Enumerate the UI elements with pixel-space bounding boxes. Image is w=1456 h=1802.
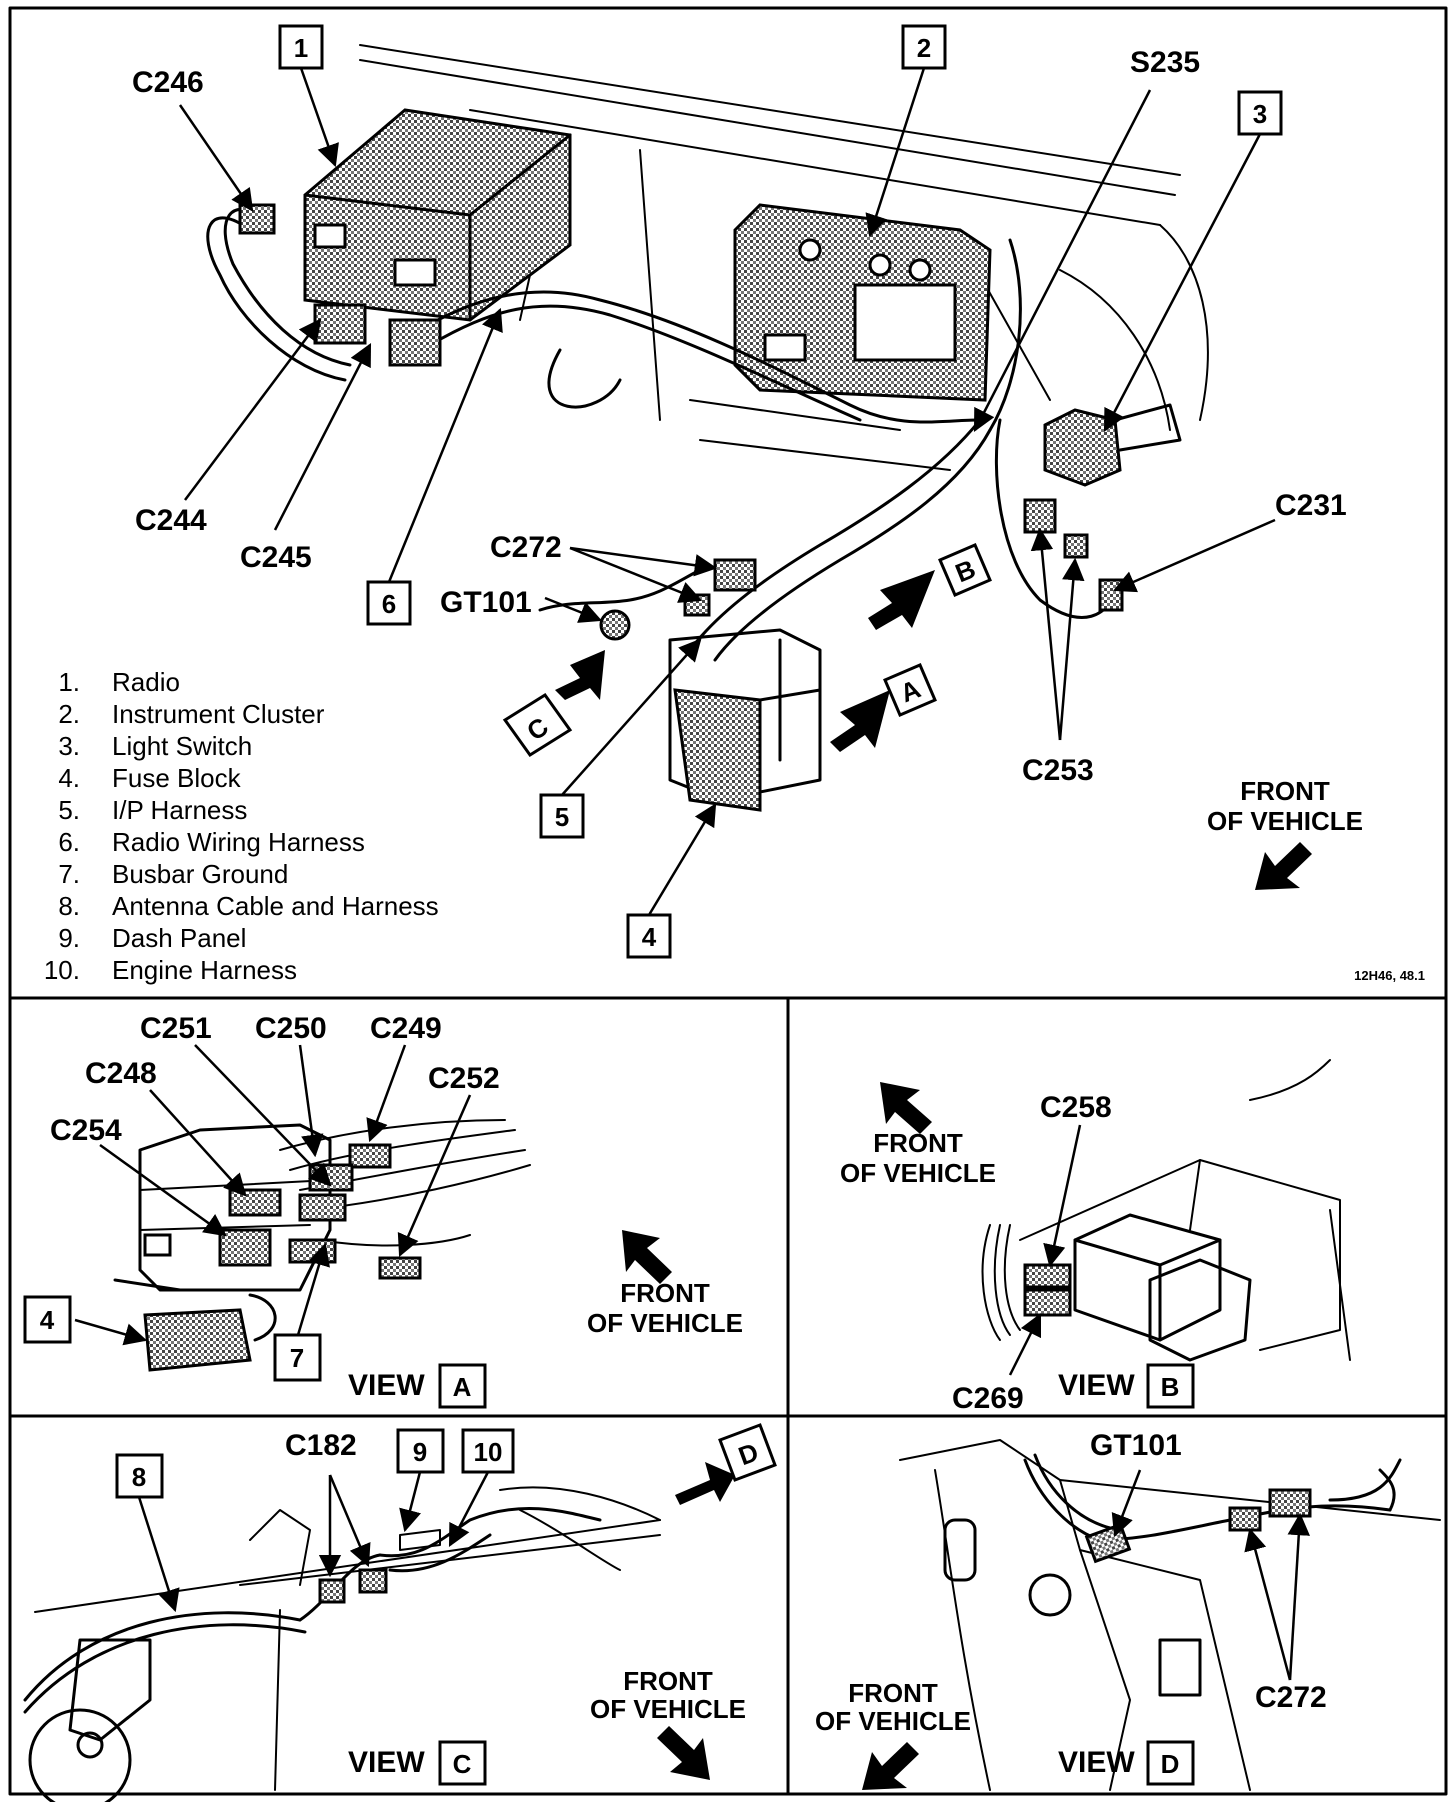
legend-num-5: 5.: [58, 795, 80, 825]
view-c-pointer-d: [675, 1462, 735, 1505]
label-c244: C244: [135, 504, 207, 537]
legend-text-6: Radio Wiring Harness: [112, 827, 365, 857]
view-pointer-a: A: [830, 663, 937, 752]
label-gt101-d: GT101: [1090, 1429, 1182, 1462]
view-c-callout-8: 8: [132, 1462, 146, 1492]
label-c258: C258: [1040, 1091, 1112, 1124]
view-d-front-line1: FRONT: [848, 1678, 938, 1708]
main-view: 1 2 3 4 5 6: [44, 24, 1425, 985]
legend-text-4: Fuse Block: [112, 763, 242, 793]
view-d-front-arrow: [862, 1742, 919, 1790]
callout-6: 6: [382, 589, 396, 619]
instrument-cluster: [733, 203, 992, 402]
view-a-leaders: [74, 1044, 472, 1346]
legend-text-8: Antenna Cable and Harness: [112, 891, 439, 921]
label-c252: C252: [428, 1062, 500, 1095]
view-pointer-b: B: [868, 543, 992, 630]
panel-frames: [8, 6, 1448, 1796]
view-b-letter: B: [1161, 1372, 1180, 1402]
legend-num-3: 3.: [58, 731, 80, 761]
label-s235: S235: [1130, 46, 1200, 79]
view-a-letter: A: [453, 1372, 472, 1402]
view-pointer-c: C: [502, 650, 605, 758]
callout-3: 3: [1253, 99, 1267, 129]
callout-1: 1: [294, 33, 308, 63]
view-a-callout-4: 4: [40, 1305, 55, 1335]
label-c250: C250: [255, 1012, 327, 1045]
main-front-line1: FRONT: [1240, 776, 1330, 806]
legend-num-10: 10.: [44, 955, 80, 985]
legend-text-1: Radio: [112, 667, 180, 697]
label-c253: C253: [1022, 754, 1094, 787]
label-c254: C254: [50, 1114, 122, 1147]
label-c272-d: C272: [1255, 1681, 1327, 1714]
legend-text-9: Dash Panel: [112, 923, 246, 953]
view-c-letter: C: [453, 1749, 472, 1779]
label-c272: C272: [490, 531, 562, 564]
fuse-block: [668, 628, 822, 812]
view-b: C258 C269 FRONT OF VEHICLE VIEW B: [840, 1059, 1351, 1415]
label-c251: C251: [140, 1012, 212, 1045]
legend-text-3: Light Switch: [112, 731, 252, 761]
label-c231: C231: [1275, 489, 1347, 522]
label-c269: C269: [952, 1382, 1024, 1415]
label-gt101: GT101: [440, 586, 532, 619]
legend-text-10: Engine Harness: [112, 955, 297, 985]
legend-text-2: Instrument Cluster: [112, 699, 325, 729]
callout-4: 4: [642, 922, 657, 952]
legend-num-4: 4.: [58, 763, 80, 793]
legend-num-6: 6.: [58, 827, 80, 857]
view-b-front-line1: FRONT: [873, 1128, 963, 1158]
view-a-front-line1: FRONT: [620, 1278, 710, 1308]
view-c-front-line1: FRONT: [623, 1666, 713, 1696]
legend-text-7: Busbar Ground: [112, 859, 288, 889]
label-c248: C248: [85, 1057, 157, 1090]
view-c-front-arrow: [657, 1726, 710, 1780]
light-switch: [1043, 403, 1182, 487]
view-a-word: VIEW: [348, 1369, 425, 1402]
view-b-front-line2: OF VEHICLE: [840, 1158, 996, 1188]
label-c249: C249: [370, 1012, 442, 1045]
view-d-letter: D: [1161, 1749, 1180, 1779]
label-c246: C246: [132, 66, 204, 99]
legend-num-2: 2.: [58, 699, 80, 729]
main-front-of-vehicle: FRONT OF VEHICLE 12H46, 48.1: [1207, 776, 1425, 983]
view-c-callout-9: 9: [413, 1437, 427, 1467]
radio: [303, 108, 572, 322]
callout-2: 2: [917, 33, 931, 63]
legend-text-5: I/P Harness: [112, 795, 247, 825]
legend-num-1: 1.: [58, 667, 80, 697]
label-c182: C182: [285, 1429, 357, 1462]
view-b-front-arrow: [880, 1082, 932, 1134]
legend-num-7: 7.: [58, 859, 80, 889]
view-a-front-arrow: [622, 1230, 672, 1284]
view-b-word: VIEW: [1058, 1369, 1135, 1402]
view-d-word: VIEW: [1058, 1746, 1135, 1779]
view-a: C251 C250 C249 C248 C252 C254 4 7 FRONT …: [23, 1012, 743, 1409]
callout-5: 5: [555, 802, 569, 832]
view-c-callout-10: 10: [474, 1437, 503, 1467]
view-a-callout-7: 7: [290, 1343, 304, 1373]
view-c-front-line2: OF VEHICLE: [590, 1694, 746, 1724]
main-front-arrow: [1255, 842, 1312, 890]
main-connector-labels: C246 S235 C244 C245 C272 GT101 C231 C253: [132, 46, 1347, 787]
legend-num-9: 9.: [58, 923, 80, 953]
view-d: GT101 C272 FRONT OF VEHICLE VIEW D: [815, 1429, 1441, 1791]
legend: 1. Radio 2. Instrument Cluster 3. Light …: [44, 667, 439, 985]
view-c: 8 9 10 C182 D FRONT OF VEHICLE VIEW C: [23, 1423, 777, 1802]
legend-num-8: 8.: [58, 891, 80, 921]
main-leaders: [178, 67, 1276, 916]
view-a-front-line2: OF VEHICLE: [587, 1308, 743, 1338]
figure-code: 12H46, 48.1: [1354, 968, 1425, 983]
main-front-line2: OF VEHICLE: [1207, 806, 1363, 836]
view-d-front-line2: OF VEHICLE: [815, 1706, 971, 1736]
view-c-word: VIEW: [348, 1746, 425, 1779]
main-callouts: 1 2 3 4 5 6: [278, 24, 1283, 959]
label-c245: C245: [240, 541, 312, 574]
